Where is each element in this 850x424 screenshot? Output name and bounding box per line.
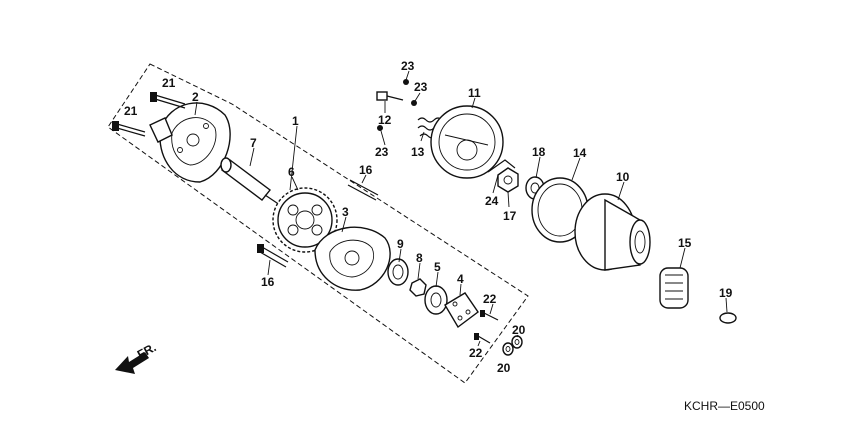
part-23-nut-a	[403, 79, 409, 85]
part-2-pump-cover	[149, 102, 231, 183]
callout-22-upper: 22	[483, 292, 497, 306]
callout-8: 8	[416, 251, 423, 265]
part-16-bolt-a	[347, 179, 379, 201]
part-16-bolt-b	[257, 244, 289, 268]
part-22-screw-b	[474, 333, 491, 344]
assembly-boundary	[107, 63, 529, 384]
part-19-key	[719, 312, 737, 324]
callout-20-upper: 20	[512, 323, 526, 337]
leader-lines	[194, 70, 728, 347]
callout-12: 12	[378, 113, 392, 127]
callout-5: 5	[434, 260, 441, 274]
callout-14: 14	[573, 146, 587, 160]
part-17-nut	[497, 167, 519, 193]
part-15-spur-gear	[659, 267, 689, 309]
callout-16-upper: 16	[359, 163, 373, 177]
callout-24: 24	[485, 194, 499, 208]
part-21-bolt-a	[150, 92, 186, 109]
part-3-pump-body	[314, 226, 391, 291]
callout-4: 4	[457, 272, 464, 286]
callout-13: 13	[411, 145, 425, 159]
callout-6: 6	[288, 165, 295, 179]
part-21-bolt-b	[112, 121, 146, 137]
callout-15: 15	[678, 236, 692, 250]
callout-11: 11	[468, 86, 481, 100]
part-4-cover-plate	[444, 292, 479, 329]
callout-3: 3	[342, 205, 349, 219]
callout-7: 7	[250, 136, 257, 150]
callout-1: 1	[292, 114, 299, 128]
callout-22-lower: 22	[469, 346, 483, 360]
part-23-nut-b	[411, 100, 417, 106]
callout-19: 19	[719, 286, 733, 300]
callout-23-middle: 23	[414, 80, 428, 94]
part-10-housing	[574, 193, 651, 271]
callout-16-lower: 16	[261, 275, 275, 289]
part-12-bolt	[376, 91, 404, 101]
part-11-outer-cover	[430, 105, 504, 179]
callout-18: 18	[532, 145, 546, 159]
part-7-shaft	[220, 157, 281, 206]
callout-9: 9	[397, 237, 404, 251]
part-23-nut-c	[377, 125, 383, 131]
part-5-plate	[424, 285, 448, 315]
drawing-code: KCHR—E0500	[684, 399, 765, 413]
callout-23-top: 23	[401, 59, 415, 73]
callout-labels: 1 2 3 4 5 6 7 8 9 10 11 12 13 14 15 16 1…	[124, 59, 733, 375]
callout-21-lower: 21	[124, 104, 138, 118]
callout-20-lower: 20	[497, 361, 511, 375]
part-8-inner-rotor	[409, 278, 427, 297]
part-24-clip	[487, 159, 516, 173]
callout-23-lower: 23	[375, 145, 389, 159]
part-6-gear	[272, 187, 338, 253]
part-20-washer-a	[511, 335, 523, 349]
part-22-screw-a	[480, 310, 499, 321]
front-direction-arrow-icon	[115, 352, 149, 374]
callout-10: 10	[616, 170, 630, 184]
part-9-outer-rotor	[387, 258, 409, 286]
part-20-washer-b	[502, 342, 514, 356]
callout-21-upper: 21	[162, 76, 176, 90]
callout-2: 2	[192, 90, 199, 104]
callout-17: 17	[503, 209, 517, 223]
